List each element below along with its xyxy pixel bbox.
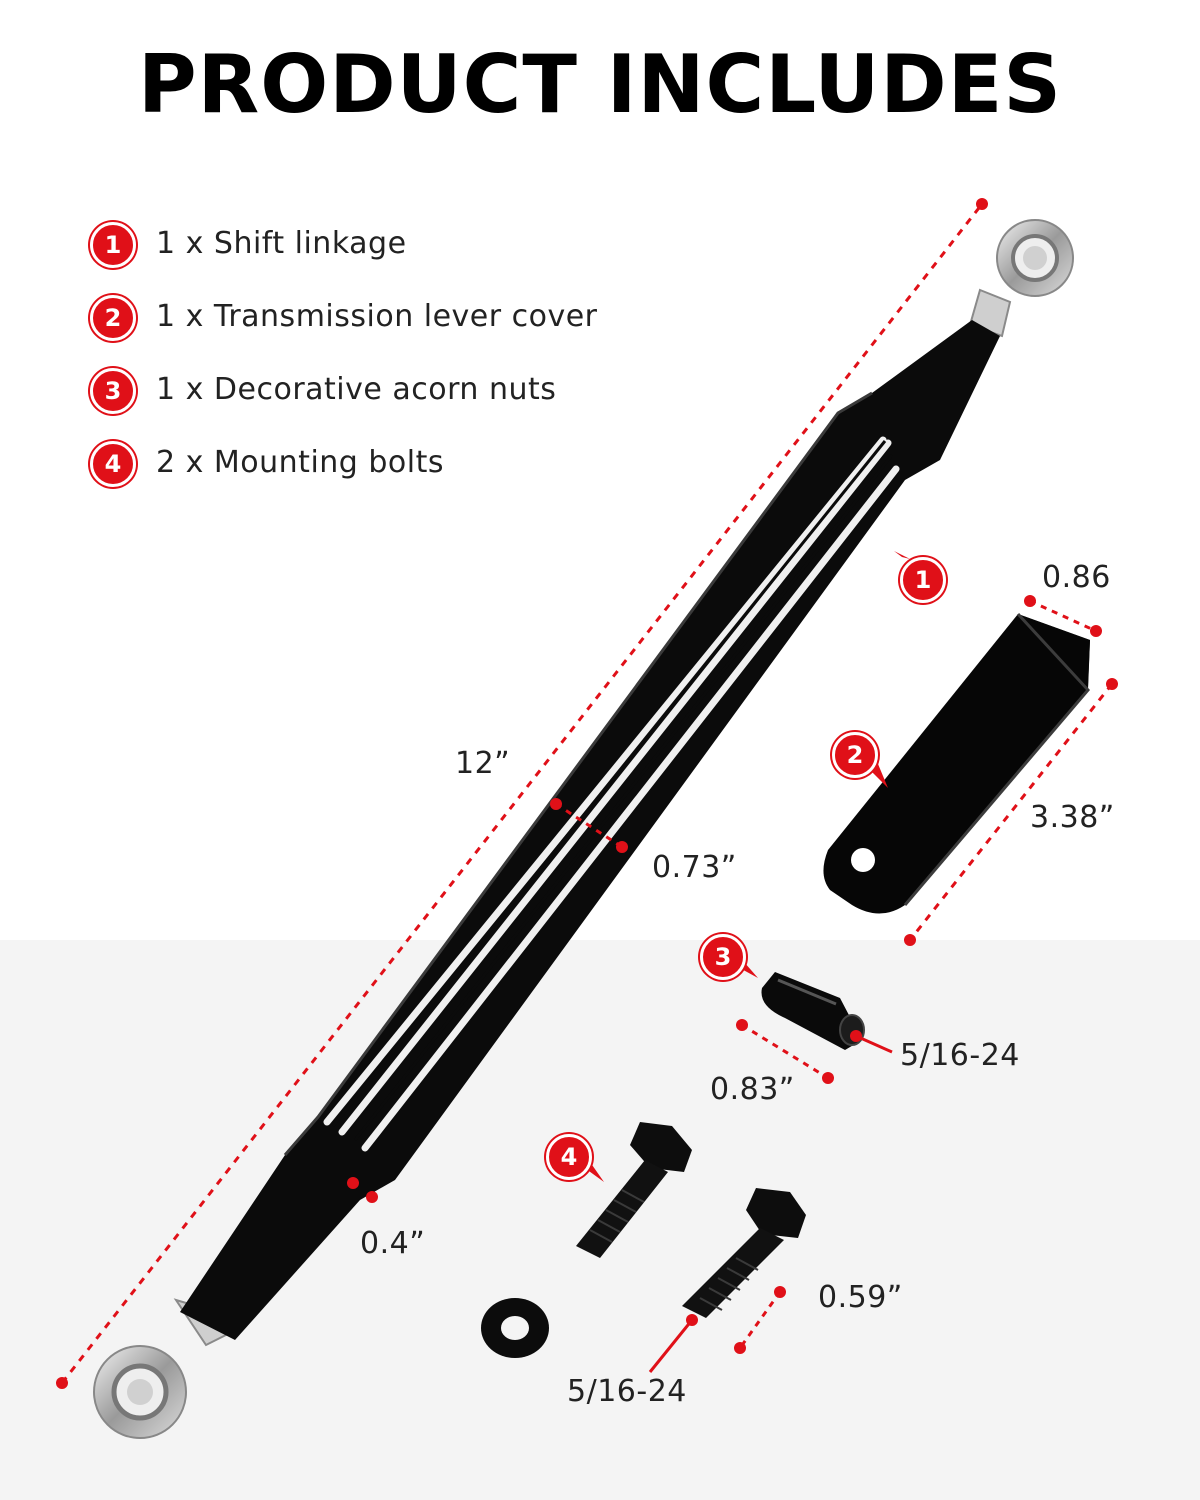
callout-3: 3	[700, 934, 758, 980]
bolt-thread-label: 5/16-24	[567, 1374, 687, 1409]
shift-linkage	[93, 219, 1074, 1439]
end-dimension-marker	[347, 1177, 378, 1203]
linkage-width-label: 0.73”	[652, 850, 737, 885]
number-badge: 2	[90, 295, 136, 341]
lever-cover	[823, 612, 1091, 914]
nut-thread-label: 5/16-24	[900, 1038, 1020, 1073]
list-item-label: 1 x Transmission lever cover	[156, 299, 598, 334]
number-badge: 4	[90, 441, 136, 487]
nut-dimension-line	[736, 1019, 834, 1084]
callout-4: 4	[546, 1134, 604, 1182]
number-badge: 1	[90, 222, 136, 268]
mounting-bolt	[648, 1188, 806, 1373]
linkage-end-label: 0.4”	[360, 1226, 426, 1261]
number-badge: 3	[90, 368, 136, 414]
linkage-length-label: 12”	[455, 746, 511, 781]
width-dimension-marker	[550, 798, 628, 853]
bolt-dimension-line	[734, 1286, 786, 1354]
cover-length-label: 3.38”	[1030, 800, 1115, 835]
acorn-nut	[761, 972, 893, 1054]
callout-2: 2	[832, 732, 888, 788]
list-item-label: 2 x Mounting bolts	[156, 445, 444, 480]
bolt-length-label: 0.59”	[818, 1280, 903, 1315]
mounting-bolt	[576, 1122, 692, 1258]
length-dimension-line	[56, 198, 988, 1389]
page-title: PRODUCT INCLUDES	[138, 38, 1062, 131]
washer	[481, 1298, 549, 1358]
callout-1: 1	[894, 551, 946, 603]
cover-width-label: 0.86	[1042, 560, 1111, 595]
nut-length-label: 0.83”	[710, 1072, 795, 1107]
list-item-label: 1 x Shift linkage	[156, 226, 407, 261]
cover-dimension-lines	[904, 595, 1118, 946]
list-item-label: 1 x Decorative acorn nuts	[156, 372, 557, 407]
